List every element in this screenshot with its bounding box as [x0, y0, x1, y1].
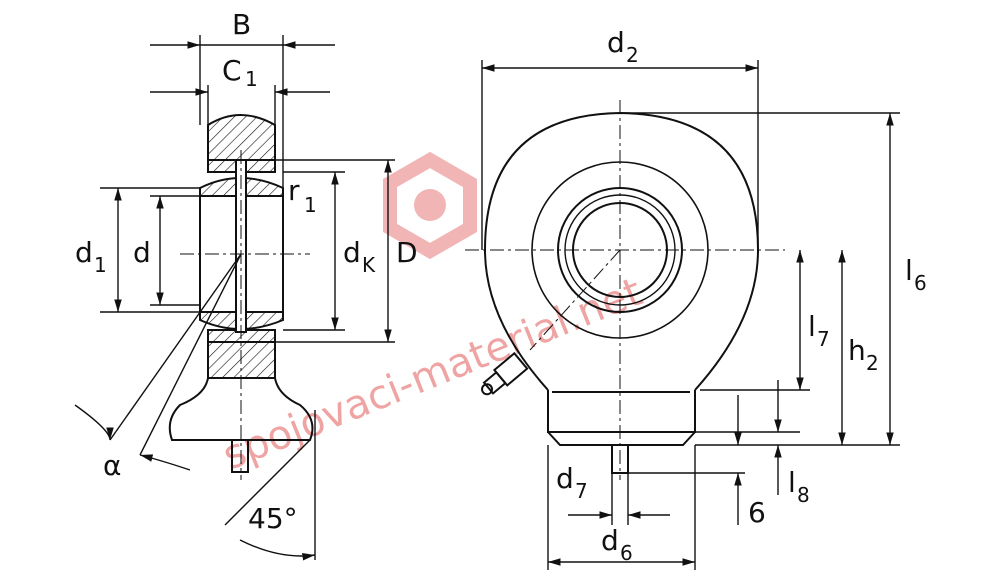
label-dK: d — [343, 236, 361, 269]
label-d2-sub: 2 — [626, 43, 639, 67]
label-C1: C — [222, 54, 242, 87]
label-d: d — [133, 236, 151, 269]
label-d2: d — [607, 26, 625, 59]
flange — [547, 390, 696, 433]
grease-nipple-icon — [481, 351, 529, 396]
front-dimensions — [481, 60, 900, 570]
label-d6-sub: 6 — [620, 541, 633, 565]
label-d1: d — [75, 236, 93, 269]
label-6: 6 — [748, 496, 766, 529]
label-d6: d — [601, 524, 619, 557]
label-l8: l — [788, 466, 796, 499]
label-d7: d — [556, 462, 574, 495]
label-r1: r — [288, 174, 300, 207]
label-l8-sub: 8 — [797, 483, 810, 507]
label-D: D — [396, 236, 418, 269]
label-dK-sub: K — [362, 253, 376, 277]
label-alpha: α — [103, 449, 121, 482]
label-d7-sub: 7 — [575, 479, 588, 503]
watermark-hexagon-icon — [383, 151, 477, 260]
label-C1-sub: 1 — [245, 67, 258, 91]
label-B: B — [232, 8, 251, 41]
label-l7: l — [808, 310, 816, 343]
label-h2-sub: 2 — [866, 351, 879, 375]
housing-top-section — [207, 114, 276, 161]
side-labels: B C 1 r 1 d 1 d d K D α 45° — [75, 8, 418, 535]
label-l7-sub: 7 — [817, 327, 830, 351]
pin — [231, 439, 249, 473]
label-l6: l — [905, 254, 913, 287]
label-45deg: 45° — [248, 502, 298, 535]
label-l6-sub: 6 — [914, 271, 927, 295]
front-labels: d 2 l 6 l 7 h 2 d 7 d 6 6 l 8 — [556, 26, 927, 565]
label-d1-sub: 1 — [94, 253, 107, 277]
label-h2: h — [848, 334, 866, 367]
side-section-view — [168, 114, 314, 480]
side-dimensions — [74, 35, 395, 561]
label-r1-sub: 1 — [304, 193, 317, 217]
front-view — [465, 100, 785, 480]
